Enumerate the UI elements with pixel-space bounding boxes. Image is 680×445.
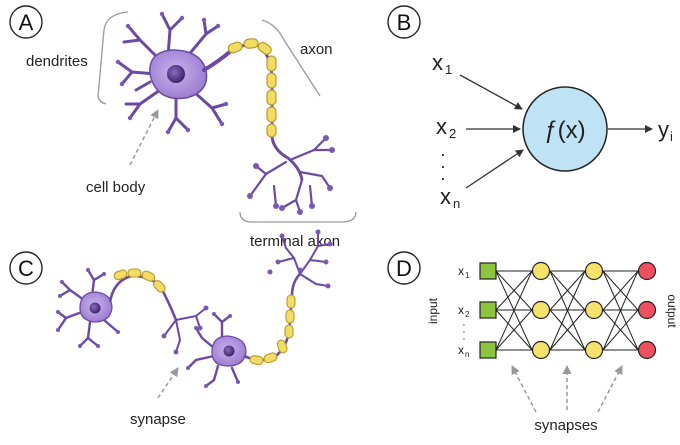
hidden-2-node-3 [584, 340, 604, 360]
hidden-2-node-1 [584, 261, 604, 281]
network-edge [495, 309, 533, 351]
d-input-x1-label: x1 [458, 264, 470, 280]
hidden-layer-1 [531, 261, 551, 360]
input-layer [479, 262, 497, 359]
d-ellipsis-dot-1: · [462, 319, 466, 331]
panel-b-badge [387, 5, 421, 39]
input-node-n [479, 341, 497, 359]
panel-c-badge [9, 251, 43, 285]
neuron-c2 [186, 229, 333, 388]
hidden-1-node-2 [531, 300, 551, 320]
panel-b-letter: B [397, 10, 412, 35]
network-edge [549, 270, 586, 311]
panel-d-letter: D [396, 256, 412, 281]
ellipsis-dot-1: · [440, 144, 446, 164]
network-connections [495, 270, 639, 351]
hidden-2-node-2 [584, 300, 604, 320]
neuron-a-dendrites [116, 12, 228, 134]
panel-a-badge [9, 5, 43, 39]
synapse-label: synapse [130, 411, 186, 428]
dendrites-bracket [97, 11, 129, 105]
output-node-1 [637, 261, 657, 281]
dendrites-label: dendrites [26, 53, 88, 70]
neuron-c1 [56, 268, 209, 355]
axon-bracket [261, 19, 321, 97]
hidden-1-node-3 [531, 340, 551, 360]
function-label: ƒ(x) [544, 117, 585, 144]
neuron-a-terminal-branches [248, 136, 334, 214]
neuron-a-nucleus [167, 65, 185, 83]
input-arrow-1 [459, 74, 523, 110]
output-node-2 [637, 300, 657, 320]
input-arrow-n [465, 149, 524, 189]
output-node-3 [637, 340, 657, 360]
network-edge [549, 270, 586, 351]
panel-d-badge [387, 251, 421, 285]
synapse-pointer [157, 367, 179, 399]
synapses-label: synapses [534, 417, 597, 434]
network-edge [602, 270, 639, 311]
d-input-x2-label: x2 [458, 303, 470, 319]
input-node-1 [479, 262, 497, 280]
axon-label: axon [300, 41, 333, 58]
function-node [522, 86, 608, 172]
synapses-pointer-1 [511, 365, 537, 413]
ellipsis-dot-2: · [440, 156, 446, 176]
neuron-a [115, 11, 335, 215]
output-y-label: yi [658, 117, 673, 144]
output-layer-label: output [665, 294, 679, 328]
network-edge [549, 309, 586, 351]
ellipsis-dot-3: · [440, 168, 446, 188]
panel-d: D x1 x2 xn · · · input output [387, 251, 679, 434]
network-edge [495, 270, 533, 311]
input-layer-label: input [426, 297, 440, 324]
neuron-a-terminal-buttons [247, 135, 335, 215]
input-node-2 [479, 301, 497, 319]
panel-a-letter: A [19, 10, 34, 35]
hidden-layer-2 [584, 261, 604, 360]
cell-body-label: cell body [86, 179, 146, 196]
output-layer [637, 261, 657, 360]
neuron-a-myelin [227, 38, 277, 138]
panel-a: A [9, 5, 357, 250]
panel-c-letter: C [18, 256, 34, 281]
hidden-1-node-1 [531, 261, 551, 281]
d-ellipsis-dot-2: · [462, 326, 466, 338]
panel-c: C [9, 229, 333, 428]
neuron-a-axon-hillock [202, 48, 234, 72]
network-edge [602, 309, 639, 351]
synapses-pointer-3 [597, 365, 623, 413]
network-edge [602, 270, 639, 351]
d-ellipsis-dot-3: · [462, 333, 466, 345]
terminal-axon-label: terminal axon [250, 233, 340, 250]
network-edge [495, 270, 533, 351]
terminal-axon-bracket [239, 211, 357, 223]
neuron-a-dendrite-tips [115, 11, 229, 135]
d-input-xn-label: xn [458, 343, 469, 359]
cell-body-pointer [129, 109, 159, 166]
